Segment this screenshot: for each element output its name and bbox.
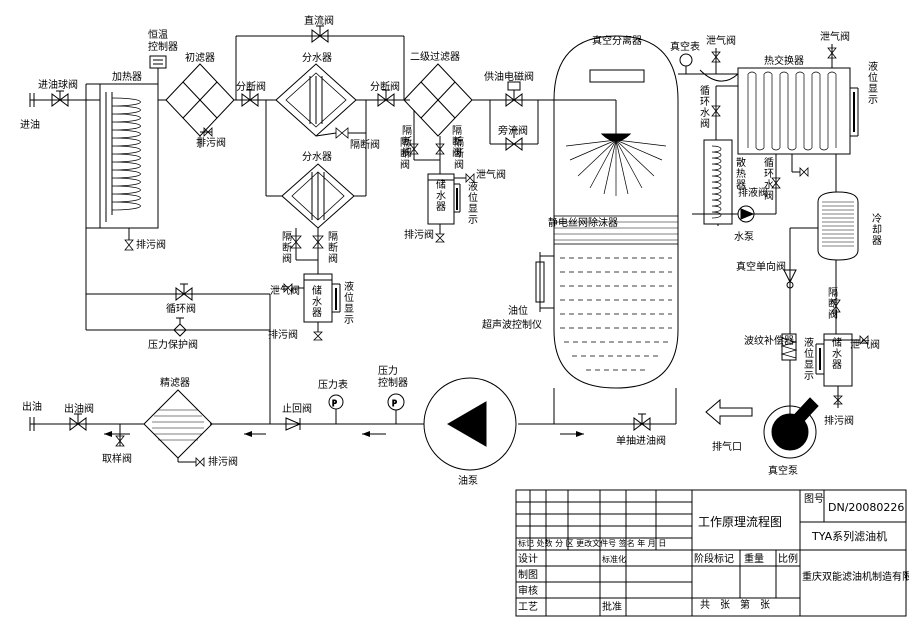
vlabel-isolate-valve-c: 隔断阀 xyxy=(282,231,292,265)
label-vent-valve-right: 泄气阀 xyxy=(820,30,850,43)
label-wave-compensator: 波纹补偿器 xyxy=(744,334,794,347)
inlet-ball-valve-icon xyxy=(51,90,69,107)
sheets-label: 共 张 第 张 xyxy=(700,598,770,611)
label-outlet-valve: 出油阀 xyxy=(64,402,94,415)
label-vent-valve-sec: 泄气阀 xyxy=(476,168,506,181)
label-drain-valve-right: 排污阀 xyxy=(824,414,854,427)
label-vent-valve-top: 泄气阀 xyxy=(706,34,736,47)
vacuum-separator-body xyxy=(553,35,679,389)
label-divider-valve-1: 分断阀 xyxy=(236,80,266,93)
stage-mark: 阶段标记 xyxy=(694,552,734,565)
weight-label: 重量 xyxy=(744,552,764,565)
vlabel-level-display-mid: 液位显示 xyxy=(344,280,354,326)
label-oil-pump: 油泵 xyxy=(458,474,478,487)
product-name: TYA系列滤油机 xyxy=(811,529,887,543)
svg-text:P: P xyxy=(332,399,337,408)
label-electrostatic: 静电丝网除沫器 xyxy=(548,216,618,229)
label-heater: 加热器 xyxy=(112,70,142,83)
label-pressure-gauge: 压力表 xyxy=(318,378,348,391)
vlabel-storage-water-right: 储水器 xyxy=(832,336,842,371)
label-divider-valve-2: 分断阀 xyxy=(370,80,400,93)
label-water-pump: 水泵 xyxy=(734,231,754,243)
vlabel-level-display-sec: 液位显示 xyxy=(468,180,478,226)
label-fine-filter: 精滤器 xyxy=(160,376,190,389)
label-drain-valve-sec: 排污阀 xyxy=(404,228,434,241)
heat-exchanger-body xyxy=(737,67,851,155)
label-isolate-valve-top: 隔断阀 xyxy=(350,138,380,151)
label-oil-level: 油位 xyxy=(508,304,528,317)
label-vent-valve-mid: 泄气阀 xyxy=(270,284,300,297)
vlabel-level-display-hx: 液位显示 xyxy=(868,60,878,106)
mark-row: 标记 处数 分 区 更改文件号 签名 年 月 日 xyxy=(518,538,666,548)
drawing-no-label: 图号 xyxy=(804,493,824,505)
label-heat-exchanger: 热交换器 xyxy=(764,54,804,67)
label-drain-valve-heater: 排污阀 xyxy=(136,238,166,251)
vlabel-circ-valve-2: 循环水阀 xyxy=(764,156,774,202)
review-label: 审核 xyxy=(518,584,538,597)
label-vacuum-gauge: 真空表 xyxy=(670,40,700,53)
label-pressure-controller: 压力控制器 xyxy=(378,364,408,389)
cooler-body xyxy=(817,191,859,261)
design-label: 设计 xyxy=(518,552,538,565)
vlabel-cooler: 冷却器 xyxy=(872,212,882,247)
vlabel-isolate-valve-a: 隔断阀 xyxy=(402,125,412,159)
label-thermostat: 恒温控制器 xyxy=(148,28,178,53)
vlabel-isolate-valve-b: 隔断阀 xyxy=(452,125,462,159)
scale-label: 比例 xyxy=(778,552,798,565)
label-drain-valve-fine: 排污阀 xyxy=(208,455,238,468)
label-sample-valve: 取样阀 xyxy=(102,452,132,465)
standardize-label: 标准化 xyxy=(602,554,626,564)
company-name: 重庆双能滤油机制造有限公司 xyxy=(802,570,909,583)
label-straight-valve: 直流阀 xyxy=(304,14,334,27)
svg-text:P: P xyxy=(392,399,397,408)
title-block-text: 工作原理流程图 图号 DN/20080226 TYA系列滤油机 重庆双能滤油机制… xyxy=(518,493,909,613)
label-drain-valve-hx: 排液阀 xyxy=(738,186,768,199)
label-check-valve: 止回阀 xyxy=(282,402,312,415)
vlabel-storage-water-sec: 储水器 xyxy=(436,178,446,213)
label-drain-valve-mid: 排污阀 xyxy=(268,328,298,341)
label-vacuum-pump: 真空泵 xyxy=(768,464,798,477)
storage-water-sec xyxy=(427,173,455,225)
title-block xyxy=(515,489,907,617)
label-primary-filter: 初滤器 xyxy=(185,51,215,64)
drafted-label: 制图 xyxy=(518,568,538,581)
vlabel-radiator: 散热器 xyxy=(736,156,746,191)
drawing-no: DN/20080226 xyxy=(828,501,904,514)
label-secondary-filter: 二级过滤器 xyxy=(410,50,460,63)
label-ultrasonic: 超声波控制仪 xyxy=(482,318,542,331)
label-water-sep-2: 分水器 xyxy=(302,151,332,163)
labels: 进油球阀 进油 加热器 恒温控制器 初滤器 分断阀 直流阀 分水器 分水器 分断… xyxy=(20,14,880,487)
label-inlet-oil: 进油 xyxy=(20,118,40,131)
label-inlet-ball-valve: 进油球阀 xyxy=(38,78,78,91)
label-single-inlet-valve: 单抽进油阀 xyxy=(616,434,666,447)
label-outlet-oil: 出油 xyxy=(22,400,42,413)
label-exhaust-port: 排气口 xyxy=(712,440,742,453)
label-oil-supply-solenoid: 供油电磁阀 xyxy=(484,70,534,83)
label-bypass-valve: 旁流阀 xyxy=(498,124,528,137)
vlabel-isolate-valve-sec-b: 隔断阀 xyxy=(454,137,464,171)
label-drain-valve-primary: 排污阀 xyxy=(196,136,226,149)
label-vac-separator: 真空分离器 xyxy=(592,34,642,47)
process-label: 工艺 xyxy=(518,601,538,613)
label-vent-valve-right-low: 泄气阀 xyxy=(850,338,880,351)
vacuum-pump-body xyxy=(763,405,817,459)
vlabel-circ-valve-1: 循环水阀 xyxy=(700,84,710,130)
vlabel-storage-water-mid: 储水器 xyxy=(312,284,322,319)
label-pressure-protect: 压力保护阀 xyxy=(148,338,198,351)
vertical-labels: 隔断阀隔断阀储水器液位显示隔断阀隔断阀储水器液位显示循环水阀散热器循环水阀液位显… xyxy=(282,60,882,382)
label-water-sep-1: 分水器 xyxy=(302,52,332,64)
vlabel-level-display-right: 液位显示 xyxy=(804,336,814,382)
vlabel-isolate-valve-right: 隔断阀 xyxy=(828,287,838,321)
fine-filter-shape xyxy=(143,389,213,459)
label-vac-check-valve: 真空单向阀 xyxy=(736,260,786,273)
drawing-title: 工作原理流程图 xyxy=(698,514,782,529)
label-circ-valve-left: 循环阀 xyxy=(166,302,196,315)
vlabel-isolate-valve-d: 隔断阀 xyxy=(328,231,338,265)
vlabel-isolate-valve-sec-a: 隔断阀 xyxy=(400,137,410,171)
approve-label: 批准 xyxy=(602,600,622,613)
